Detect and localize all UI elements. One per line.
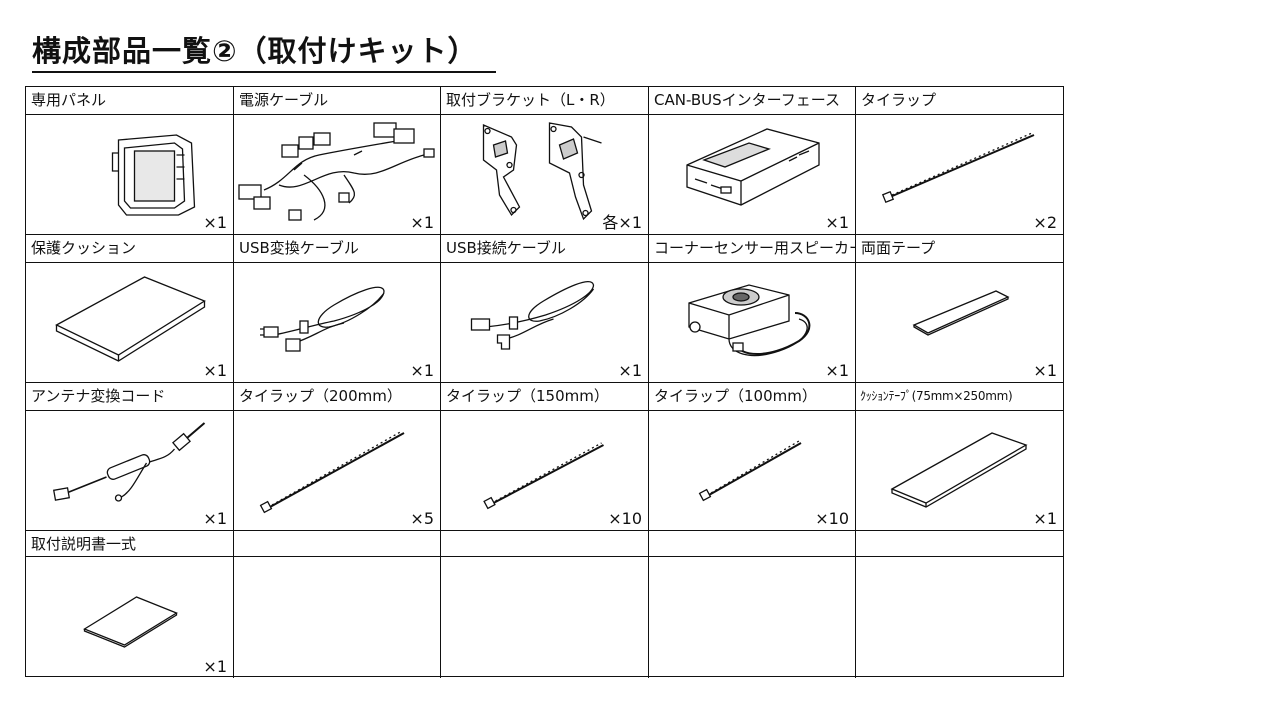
cable-tie-icon [259,430,405,514]
quantity-label: ×1 [410,361,434,380]
part-name [234,535,239,553]
part-name [856,535,861,553]
part-image-cell: ×1 [234,115,441,235]
cushion-tape-icon [890,432,1028,508]
page-title: 構成部品一覧②（取付けキット） [32,33,496,73]
part-name [649,535,654,553]
part-image-cell: ×1 [26,263,234,383]
part-name-cell: ｸｯｼｮﾝﾃｰﾌﾟ(75mm×250mm) [856,383,1063,411]
part-name: タイラップ（200mm） [239,387,402,405]
part-name: ｸｯｼｮﾝﾃｰﾌﾟ(75mm×250mm) [860,389,1013,403]
part-name-cell: USB接続ケーブル [441,235,649,263]
part-image-cell: ×1 [26,411,234,531]
panel-icon [111,134,196,216]
part-name-cell [649,531,856,557]
quantity-label: ×1 [410,213,434,232]
part-name: 取付説明書一式 [31,535,137,553]
quantity-label: 各×1 [602,213,642,232]
part-name: タイラップ（100mm） [654,387,817,405]
part-name-cell: CAN-BUSインターフェース [649,87,856,115]
part-name: アンテナ変換コード [31,387,166,405]
manual-icon [83,596,178,648]
usb-cable-icon [260,286,385,352]
part-image-cell: ×1 [26,115,234,235]
part-name: CAN-BUSインターフェース [654,91,840,109]
part-name-cell: 専用パネル [26,87,234,115]
part-image-cell: ×5 [234,411,441,531]
power-cable-icon [238,122,435,221]
cushion-pad-icon [55,276,206,362]
quantity-label: ×2 [1033,213,1057,232]
cable-tie-icon [483,442,604,510]
part-name: 両面テープ [861,239,936,257]
cable-tie-icon [881,132,1035,204]
part-name-cell: 取付ブラケット（L・R） [441,87,649,115]
quantity-label: ×1 [203,657,227,676]
part-name-cell: 電源ケーブル [234,87,441,115]
part-name: タイラップ（150mm） [446,387,609,405]
part-name: 取付ブラケット（L・R） [446,91,615,109]
part-image-cell: ×2 [856,115,1063,235]
part-image-cell [234,557,441,678]
parts-table: 専用パネル電源ケーブル取付ブラケット（L・R）CAN-BUSインターフェースタイ… [25,86,1064,678]
part-name-cell: コーナーセンサー用スピーカー [649,235,856,263]
part-name-cell [441,531,649,557]
part-name-cell: 両面テープ [856,235,1063,263]
quantity-label: ×1 [203,509,227,528]
part-name-cell: タイラップ（100mm） [649,383,856,411]
part-name-cell: 保護クッション [26,235,234,263]
part-image-cell: ×1 [649,263,856,383]
antenna-cord-icon [52,422,206,502]
part-name: タイラップ [861,91,937,109]
part-image-cell: ×1 [856,411,1063,531]
quantity-label: ×1 [1033,361,1057,380]
part-image-cell: 各×1 [441,115,649,235]
quantity-label: ×1 [203,361,227,380]
part-name: 保護クッション [31,239,137,257]
part-name: USB接続ケーブル [446,239,566,257]
quantity-label: ×10 [608,509,642,528]
part-name: 専用パネル [31,91,107,109]
usb-cable-icon [470,280,595,350]
part-image-cell: ×1 [856,263,1063,383]
part-name: コーナーセンサー用スピーカー [654,239,856,257]
part-image-cell [649,557,856,678]
part-image-cell: ×1 [441,263,649,383]
part-name: 電源ケーブル [239,91,329,109]
part-image-cell: ×1 [234,263,441,383]
part-name-cell [234,531,441,557]
part-name [441,535,446,553]
part-image-cell [856,557,1063,678]
part-name-cell: 取付説明書一式 [26,531,234,557]
quantity-label: ×10 [815,509,849,528]
cable-tie-icon [698,440,802,502]
part-name-cell [856,531,1063,557]
part-name: USB変換ケーブル [239,239,359,257]
part-name-cell: アンテナ変換コード [26,383,234,411]
part-image-cell: ×1 [26,557,234,678]
tape-icon [912,290,1010,336]
quantity-label: ×1 [825,361,849,380]
speaker-icon [688,284,811,357]
part-image-cell [441,557,649,678]
part-image-cell: ×10 [441,411,649,531]
part-name-cell: タイラップ [856,87,1063,115]
part-name-cell: USB変換ケーブル [234,235,441,263]
bracket-icon [482,122,602,221]
quantity-label: ×5 [410,509,434,528]
quantity-label: ×1 [825,213,849,232]
quantity-label: ×1 [618,361,642,380]
part-image-cell: ×10 [649,411,856,531]
part-name-cell: タイラップ（200mm） [234,383,441,411]
quantity-label: ×1 [1033,509,1057,528]
quantity-label: ×1 [203,213,227,232]
can-bus-interface-icon [686,128,820,206]
part-name-cell: タイラップ（150mm） [441,383,649,411]
part-image-cell: ×1 [649,115,856,235]
